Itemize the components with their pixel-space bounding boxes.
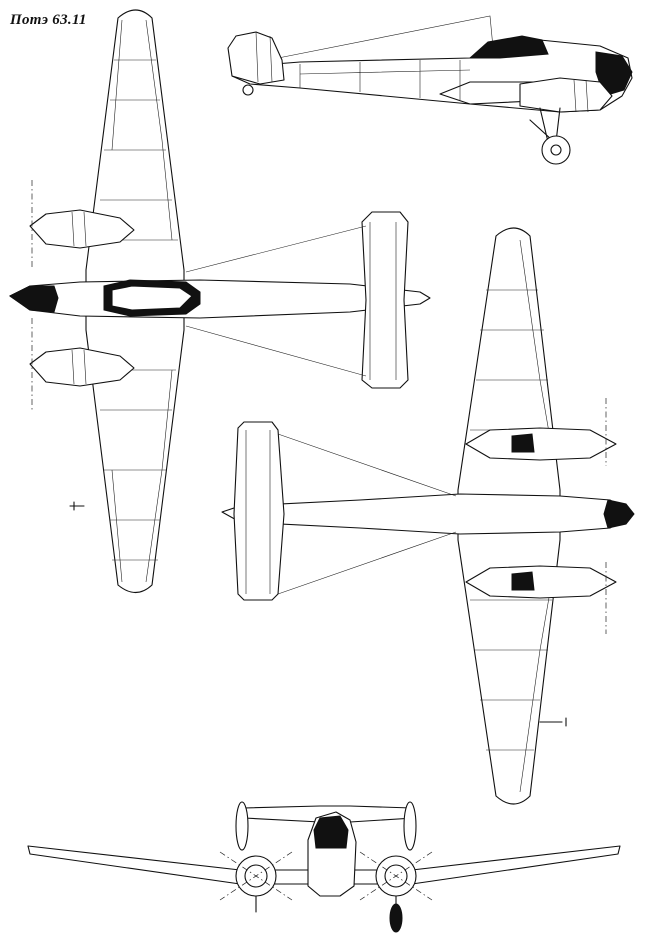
- top-view: [9, 9, 431, 594]
- front-view: [27, 801, 621, 933]
- drawing-title: Потэ 63.11: [10, 12, 87, 28]
- bottom-view: [221, 227, 635, 805]
- side-view: [227, 15, 633, 165]
